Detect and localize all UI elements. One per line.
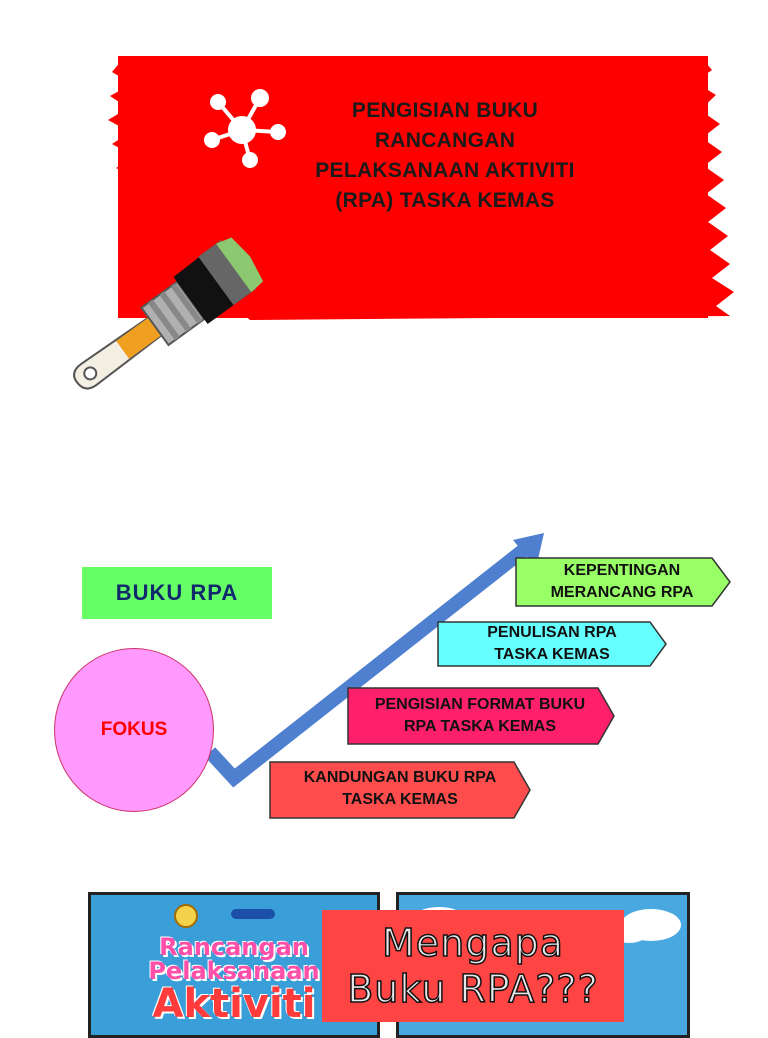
step-label-line: KANDUNGAN BUKU RPA (303, 769, 497, 786)
trend-arrow (204, 539, 535, 788)
step-label-line: TASKA KEMAS (494, 646, 610, 663)
banner-title-line: PELAKSANAAN AKTIVITI (315, 159, 575, 182)
cover-title-line: Rancangan (159, 933, 309, 961)
callout-line: Buku RPA??? (346, 966, 599, 1012)
diagram-canvas (204, 533, 731, 819)
cover-title-line: Aktiviti (152, 981, 316, 1027)
banner-title-line: RANCANGAN (374, 129, 516, 152)
step-banner-3 (437, 621, 667, 667)
step-label-kandungan: KANDUNGAN BUKU RPA TASKA KEMAS (276, 767, 524, 811)
step-label-line: MERANCANG RPA (550, 584, 694, 601)
banner-title-line: (RPA) TASKA KEMAS (335, 189, 555, 212)
why-rpa-callout: Mengapa Buku RPA??? (322, 910, 624, 1022)
fokus-label: FOKUS (100, 719, 168, 740)
step-label-kepentingan: KEPENTINGAN MERANCANG RPA (524, 560, 720, 604)
step-label-penulisan: PENULISAN RPA TASKA KEMAS (446, 622, 658, 666)
step-label-pengisian: PENGISIAN FORMAT BUKU RPA TASKA KEMAS (352, 694, 608, 738)
callout-line: Mengapa (381, 920, 565, 966)
network-icon (204, 89, 286, 168)
buku-rpa-heading: BUKU RPA (82, 567, 272, 619)
step-banner-4 (515, 557, 731, 607)
banner-title: PENGISIAN BUKU RANCANGAN PELAKSANAAN AKT… (270, 96, 620, 216)
step-banner-1 (269, 761, 531, 819)
fokus-circle: FOKUS (54, 648, 214, 812)
paintbrush-icon (73, 237, 264, 390)
banner-title-line: PENGISIAN BUKU (351, 99, 539, 122)
step-label-line: TASKA KEMAS (342, 791, 458, 808)
cover-title-line: Pelaksanaan (148, 957, 320, 985)
crest-icon (174, 904, 198, 928)
agency-logo (231, 909, 275, 919)
step-banner-2 (347, 687, 615, 745)
step-label-line: PENGISIAN FORMAT BUKU (374, 696, 586, 713)
step-label-line: KEPENTINGAN (563, 562, 681, 579)
step-label-line: RPA TASKA KEMAS (404, 718, 556, 735)
step-label-line: PENULISAN RPA (487, 624, 617, 641)
